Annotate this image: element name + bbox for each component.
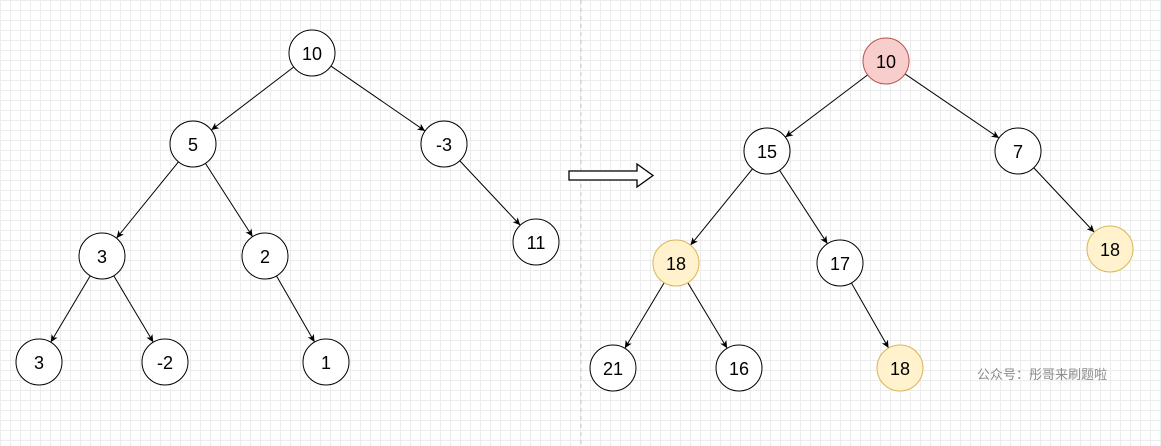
prefix-sum-node-label: 17 (830, 254, 850, 274)
original-edge-o5-o2 (205, 163, 253, 237)
original-node-label: 10 (302, 44, 322, 64)
original-node-label: 2 (260, 247, 270, 267)
original-edge-o3a-om2 (113, 275, 154, 343)
prefix-sum-node-circle (715, 344, 763, 392)
prefix-sum-node-circle (862, 37, 910, 85)
prefix-sum-node-label: 16 (729, 359, 749, 379)
prefix-sum-edge-p7-p18b (1033, 167, 1095, 233)
original-node-circle (288, 29, 336, 77)
prefix-sum-node-circle (1086, 225, 1134, 273)
original-node-label: 11 (527, 233, 546, 253)
nodes-layer: 10 5 -3 3 2 11 3 -2 1 10 15 7 18 17 18 21 16 18 (15, 29, 1134, 392)
original-node-label: 3 (34, 353, 44, 373)
original-node-circle (78, 232, 126, 280)
prefix-sum-node-p16: 16 (715, 344, 763, 392)
prefix-sum-node-circle (652, 239, 700, 287)
original-node-om2: -2 (141, 338, 189, 386)
prefix-sum-node-p7: 7 (994, 127, 1042, 175)
hollow-right-arrow-icon (568, 162, 655, 189)
prefix-sum-node-p18b: 18 (1086, 225, 1134, 273)
original-node-circle (512, 218, 560, 266)
original-node-o5: 5 (169, 120, 217, 168)
original-node-label: 1 (321, 353, 331, 373)
original-node-circle (241, 232, 289, 280)
prefix-sum-node-label: 18 (666, 254, 686, 274)
original-node-label: -3 (436, 135, 452, 155)
prefix-sum-node-p18a: 18 (652, 239, 700, 287)
original-node-label: 3 (97, 247, 107, 267)
prefix-sum-node-circle (743, 127, 791, 175)
prefix-sum-node-label: 21 (603, 359, 623, 379)
original-node-circle (15, 338, 63, 386)
original-node-o2: 2 (241, 232, 289, 280)
prefix-sum-edge-p15-p18a (690, 168, 753, 246)
prefix-sum-edge-p18a-p21 (624, 282, 665, 349)
prefix-sum-node-p21: 21 (589, 344, 637, 392)
prefix-sum-node-p15: 15 (743, 127, 791, 175)
original-node-o3b: 3 (15, 338, 63, 386)
prefix-sum-edge-p18a-p16 (687, 282, 728, 349)
original-node-o11: 11 (512, 218, 560, 266)
prefix-sum-node-circle (589, 344, 637, 392)
prefix-sum-node-p17: 17 (816, 239, 864, 287)
original-node-circle (141, 338, 189, 386)
original-node-circle (302, 338, 350, 386)
prefix-sum-node-circle (876, 344, 924, 392)
original-node-o3a: 3 (78, 232, 126, 280)
prefix-sum-edge-p15-p17 (779, 169, 828, 244)
original-node-circle (169, 120, 217, 168)
original-node-circle (420, 120, 468, 168)
original-edge-o10-om3 (330, 65, 426, 132)
prefix-sum-edge-p17-p18c (850, 282, 889, 349)
original-node-label: 5 (188, 135, 198, 155)
prefix-sum-edge-p10-p7 (904, 73, 999, 139)
original-node-o10: 10 (288, 29, 336, 77)
original-edge-o3a-o3b (50, 275, 91, 343)
prefix-sum-node-p10: 10 (862, 37, 910, 85)
watermark-text: 公众号：彤哥来刷题啦 (977, 368, 1108, 383)
original-edge-o5-o3a (116, 161, 179, 239)
prefix-sum-node-label: 15 (757, 142, 777, 162)
prefix-sum-node-circle (816, 239, 864, 287)
prefix-sum-node-circle (994, 127, 1042, 175)
original-edge-om3-o11 (459, 160, 521, 226)
prefix-sum-node-label: 10 (876, 52, 896, 72)
original-edge-o10-o5 (211, 66, 295, 131)
prefix-sum-node-label: 18 (1100, 240, 1120, 260)
prefix-sum-node-label: 7 (1013, 142, 1023, 162)
original-node-label: -2 (157, 353, 173, 373)
original-edge-o2-o1 (276, 275, 315, 343)
prefix-sum-node-label: 18 (890, 359, 910, 379)
edges-layer (50, 65, 1095, 349)
prefix-sum-edge-p10-p15 (785, 74, 868, 138)
prefix-sum-node-p18c: 18 (876, 344, 924, 392)
original-node-o1: 1 (302, 338, 350, 386)
original-node-om3: -3 (420, 120, 468, 168)
